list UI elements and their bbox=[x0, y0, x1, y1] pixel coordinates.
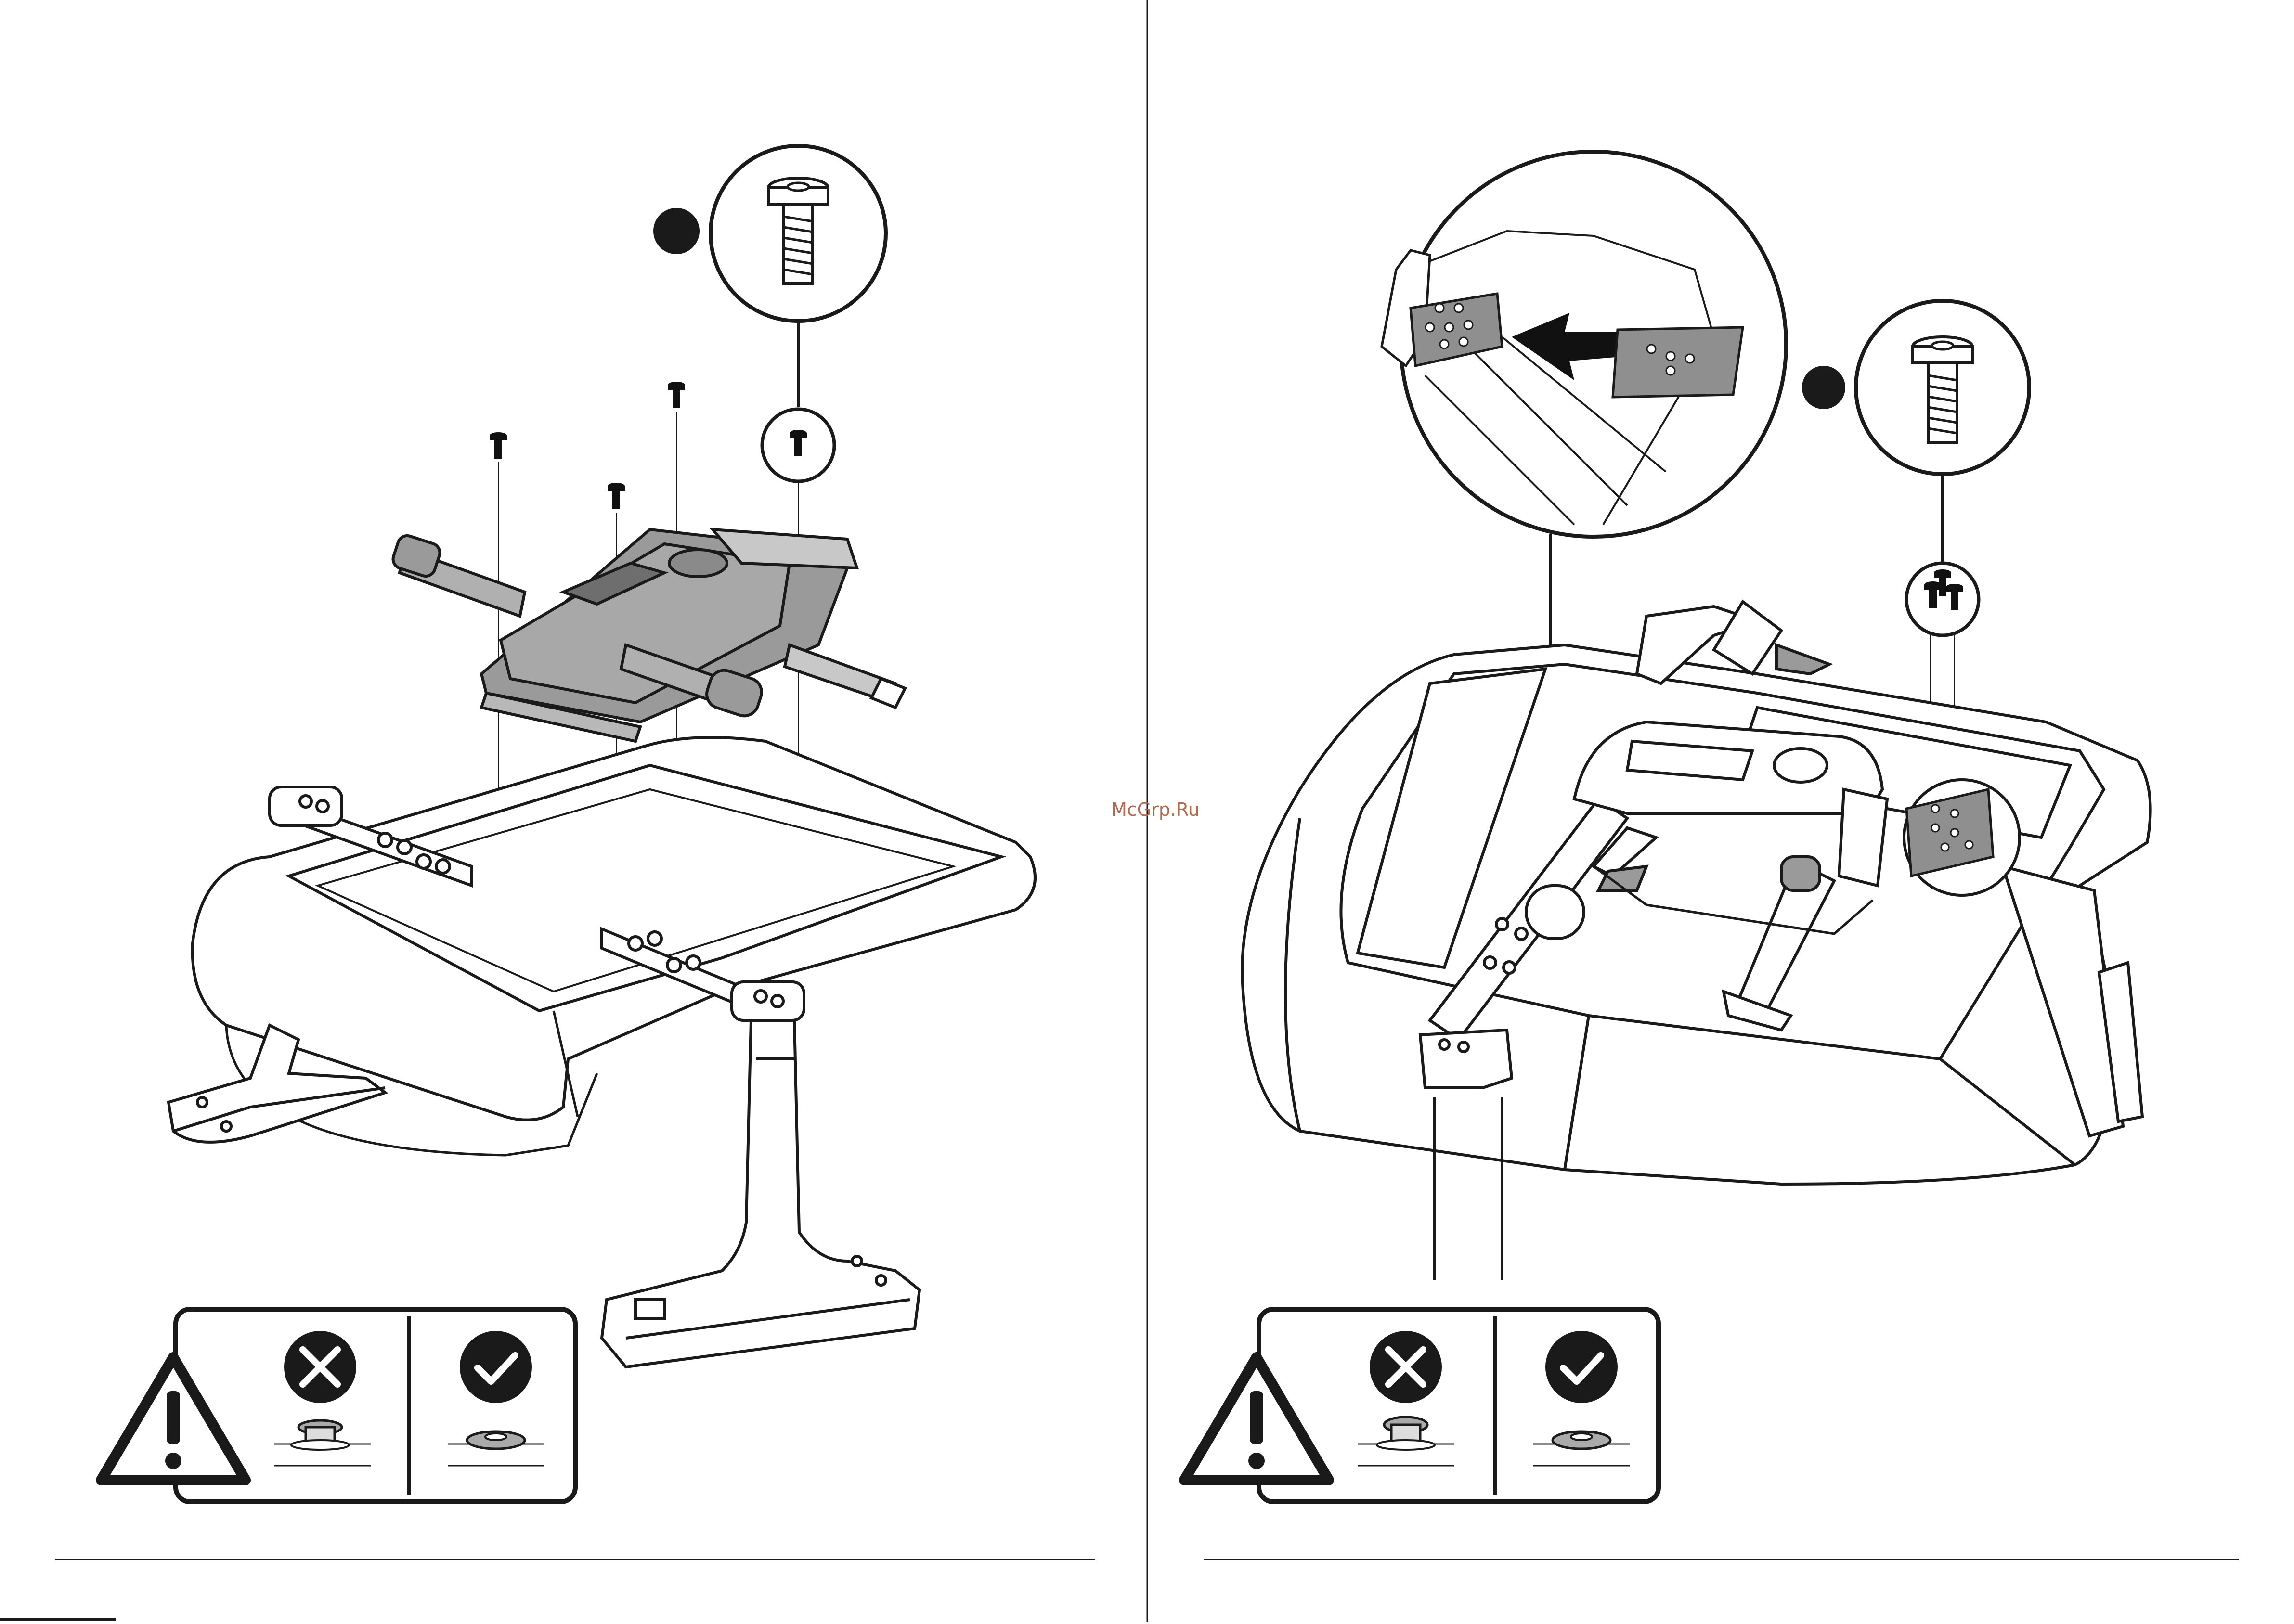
left-page bbox=[55, 146, 1095, 1560]
warning-panel bbox=[101, 1309, 575, 1502]
right-page bbox=[1184, 152, 2239, 1560]
warning-panel bbox=[1184, 1309, 1659, 1502]
screw-detail-callout bbox=[711, 146, 886, 481]
wrong-badge bbox=[284, 1331, 356, 1403]
screw-flush-icon bbox=[467, 1431, 525, 1449]
plate-inset bbox=[1904, 780, 2020, 895]
screw-flush-icon bbox=[1553, 1431, 1610, 1449]
correct-badge bbox=[460, 1331, 532, 1403]
seat-mechanism bbox=[390, 529, 905, 741]
wrong-badge bbox=[1370, 1331, 1442, 1403]
watermark-text: McGrp.Ru bbox=[1093, 799, 1218, 820]
correct-badge bbox=[1545, 1331, 1618, 1403]
step-marker-circle bbox=[1802, 366, 1845, 409]
armrest-bracket bbox=[602, 1020, 920, 1367]
step-marker-circle bbox=[653, 208, 700, 254]
